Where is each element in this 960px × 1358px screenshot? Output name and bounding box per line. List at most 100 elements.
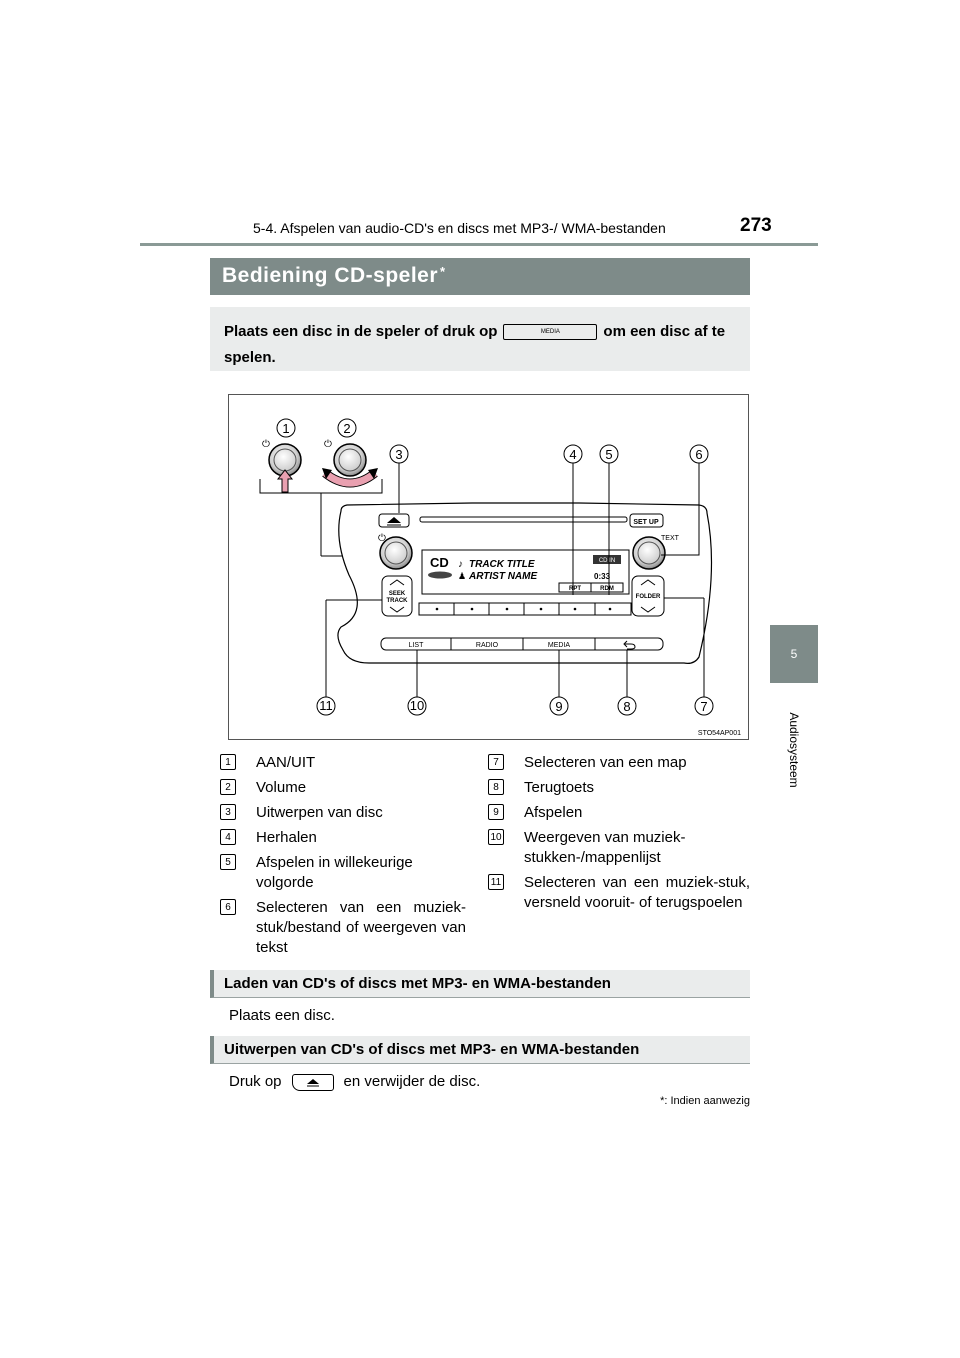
setup-button bbox=[629, 513, 664, 528]
callout-7 bbox=[694, 696, 714, 716]
section-load-title: Laden van CD's of discs met MP3- en WMA-… bbox=[224, 975, 611, 992]
callout-6-label: 6 bbox=[695, 447, 702, 462]
chapter-side-label-text: Audiosysteem bbox=[787, 712, 801, 788]
footnote-star-icon: * bbox=[440, 264, 446, 279]
page-number: 273 bbox=[740, 215, 772, 236]
callout-11-label: 11 bbox=[319, 698, 333, 713]
display-cd-label: CD bbox=[430, 555, 449, 570]
press-arrow-icon bbox=[276, 469, 294, 493]
legend-number-5: 5 bbox=[220, 854, 236, 870]
callout-4-label: 4 bbox=[569, 447, 576, 462]
legend-number-3: 3 bbox=[220, 804, 236, 820]
eject-text-after: en verwijder de disc. bbox=[343, 1073, 481, 1090]
text-label: TEXT bbox=[661, 535, 680, 542]
callout-8 bbox=[617, 696, 637, 716]
callout-2-label: 2 bbox=[343, 421, 350, 436]
folder-label: FOLDER bbox=[636, 594, 661, 600]
callout-4 bbox=[563, 444, 583, 464]
intro-text-after: om een disc af te spelen. bbox=[224, 323, 726, 366]
radio-button-label: RADIO bbox=[476, 642, 499, 649]
chapter-tab: 5 bbox=[770, 625, 818, 683]
callout-9-label: 9 bbox=[555, 699, 562, 714]
callout-7-label: 7 bbox=[700, 699, 707, 714]
head-unit: SET UP ⏻ TEXT CD ♪ TRACK TITLE ♟ ARTIST … bbox=[337, 502, 713, 664]
legend-text-5: Afspelen in willekeurige volgorde bbox=[256, 854, 413, 891]
eject-icon bbox=[387, 517, 401, 523]
page-title-bar: Bediening CD-speler* bbox=[210, 258, 750, 295]
legend-number-8: 8 bbox=[488, 779, 504, 795]
callout-1-label: 1 bbox=[282, 421, 289, 436]
preset-dividers bbox=[435, 603, 612, 615]
section-eject-title: Uitwerpen van CD's of discs met MP3- en … bbox=[224, 1041, 640, 1058]
legend-text-2: Volume bbox=[256, 779, 307, 796]
callout-2 bbox=[337, 418, 357, 438]
callout-8-label: 8 bbox=[623, 699, 630, 714]
eject-instruction: Druk op en verwijder de disc. bbox=[229, 1073, 480, 1091]
display-track-title: TRACK TITLE bbox=[469, 559, 535, 570]
callout-9 bbox=[549, 696, 569, 716]
footnote: *: Indien aanwezig bbox=[600, 1095, 750, 1107]
legend-number-6: 6 bbox=[220, 899, 236, 915]
eject-text-before: Druk op bbox=[229, 1073, 282, 1090]
page-title-text: Bediening CD-speler bbox=[222, 264, 439, 287]
back-icon bbox=[623, 640, 628, 648]
legend-text-1: AAN/UIT bbox=[256, 754, 316, 771]
leader-lines bbox=[325, 463, 705, 703]
svg-text:♟: ♟ bbox=[458, 571, 466, 581]
callouts: 1 2 3 4 5 6 7 8 9 10 11 bbox=[276, 418, 714, 716]
media-button-label: MEDIA bbox=[548, 642, 571, 649]
legend-text-4: Herhalen bbox=[256, 829, 317, 846]
svg-text:♪: ♪ bbox=[458, 559, 463, 570]
rdm-indicator bbox=[590, 582, 624, 593]
cd-player-illustration: ⏻ ⏻ SET UP ⏻ bbox=[259, 418, 741, 737]
footnote-star-icon: * bbox=[660, 1095, 665, 1107]
legend-number-9: 9 bbox=[488, 804, 504, 820]
header-rule bbox=[140, 243, 818, 246]
footnote-text: : Indien aanwezig bbox=[664, 1095, 750, 1107]
legend-number-2: 2 bbox=[220, 779, 236, 795]
legend-number-1: 1 bbox=[220, 754, 236, 770]
disc-icon bbox=[428, 571, 452, 579]
legend-text-8: Terugtoets bbox=[524, 779, 595, 796]
setup-label: SET UP bbox=[633, 519, 659, 526]
callout-5-label: 5 bbox=[605, 447, 612, 462]
folder-button bbox=[631, 575, 665, 617]
callout-11 bbox=[316, 696, 336, 716]
legend-number-7: 7 bbox=[488, 754, 504, 770]
section-eject-heading: Uitwerpen van CD's of discs met MP3- en … bbox=[210, 1036, 750, 1064]
seek-track-button bbox=[381, 575, 413, 617]
callout-3 bbox=[389, 444, 409, 464]
callout-10 bbox=[407, 696, 427, 716]
cd-player-figure: ⏻ ⏻ SET UP ⏻ bbox=[228, 394, 749, 740]
rotate-arrow-right-icon bbox=[368, 468, 378, 479]
section-load-heading: Laden van CD's of discs met MP3- en WMA-… bbox=[210, 970, 750, 998]
header-section-title: 5-4. Afspelen van audio-CD's en discs me… bbox=[253, 220, 666, 236]
page-title: Bediening CD-speler* bbox=[222, 264, 446, 288]
legend-number-10: 10 bbox=[488, 829, 504, 845]
legend-number-4: 4 bbox=[220, 829, 236, 845]
callout-1 bbox=[276, 418, 296, 438]
callout-10-label: 10 bbox=[410, 698, 424, 713]
chapter-side-label: Audiosysteem bbox=[770, 695, 818, 805]
legend-text-11: Selecteren van een muziek-stuk, versneld… bbox=[524, 874, 750, 911]
intro-text-before: Plaats een disc in de speler of druk op bbox=[224, 323, 498, 340]
legend-text-7: Selecteren van een map bbox=[524, 754, 687, 771]
track-label: TRACK bbox=[387, 598, 409, 604]
cd-in-label: CD IN bbox=[599, 558, 615, 564]
svg-text:⏻: ⏻ bbox=[262, 439, 270, 450]
legend-text-6: Selecteren van een muziek-stuk/bestand o… bbox=[256, 899, 466, 956]
callout-6 bbox=[689, 444, 709, 464]
disc-slot bbox=[419, 516, 628, 523]
svg-text:⏻: ⏻ bbox=[324, 439, 332, 450]
closeup-knobs: ⏻ ⏻ bbox=[259, 439, 383, 557]
legend-number-11: 11 bbox=[488, 874, 504, 890]
legend-text-9: Afspelen bbox=[524, 804, 583, 821]
load-instruction: Plaats een disc. bbox=[229, 1007, 335, 1024]
figure-code: STO54AP001 bbox=[698, 730, 741, 737]
display-artist-name: ARTIST NAME bbox=[468, 571, 537, 582]
display-time: 0:33 bbox=[594, 572, 611, 581]
rdm-label: RDM bbox=[600, 586, 614, 592]
legend-text-10: Weergeven van muziek-stukken-/mappenlijs… bbox=[524, 829, 686, 866]
